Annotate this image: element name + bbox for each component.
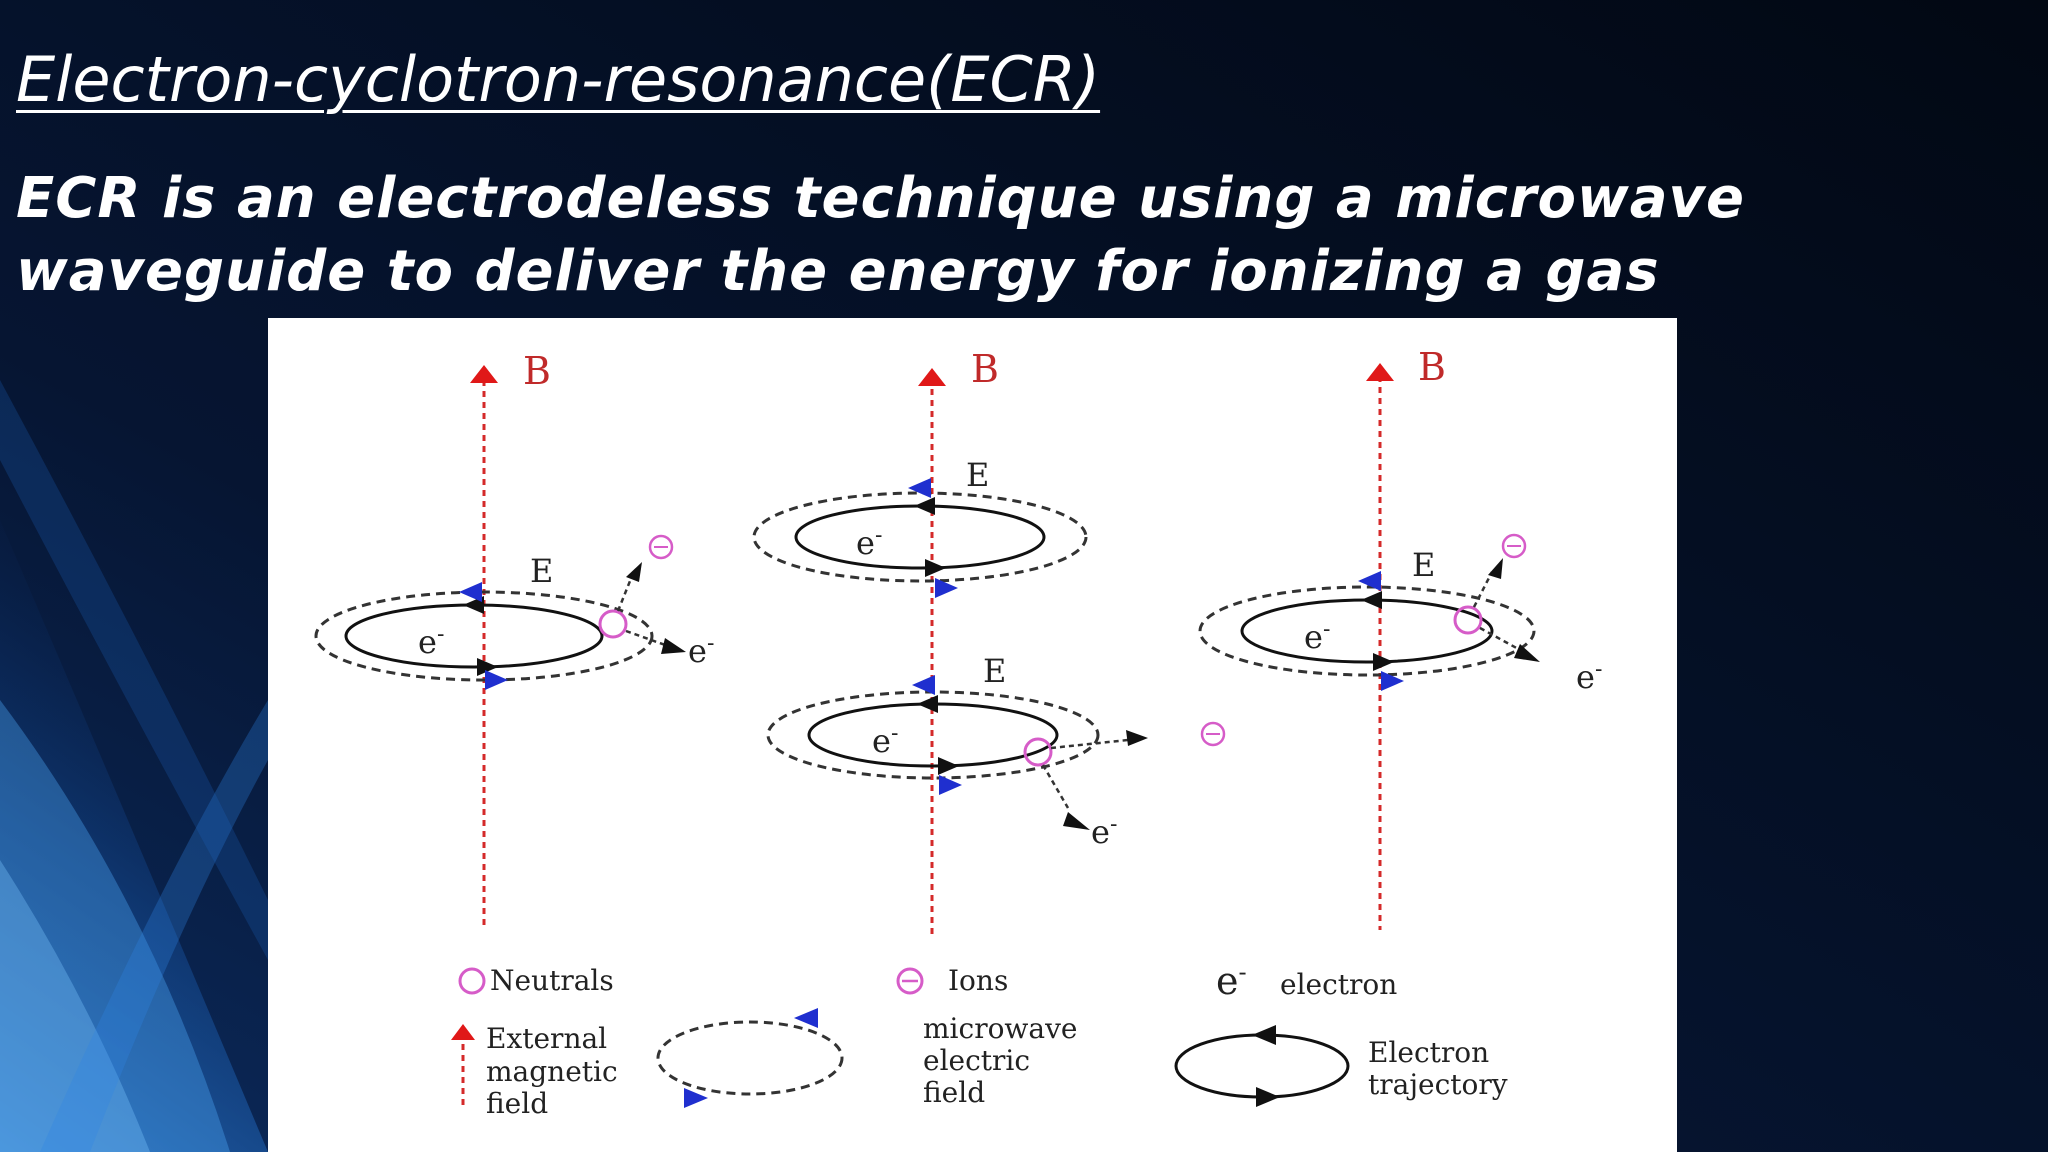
electron-label: e- — [1304, 617, 1330, 656]
trajectory-legend-arrow-icon — [1256, 1087, 1280, 1107]
ecr-diagram: B E e- e- B — [268, 318, 1677, 1152]
trajectory-arrow-icon — [477, 658, 498, 676]
ecr-panel-2: B E e- E e- e- — [752, 347, 1226, 938]
electron-label: e- — [688, 631, 714, 670]
legend-trajectory-line1: Electron — [1368, 1036, 1489, 1069]
electron-trajectory — [344, 603, 604, 669]
neutral-atom — [1023, 737, 1053, 767]
path-arrow-icon — [1063, 812, 1090, 830]
ion-icon — [1200, 721, 1226, 747]
slide-body-text: ECR is an electrodeless technique using … — [16, 166, 1746, 304]
magnetic-field-arrow-icon — [470, 365, 498, 383]
magnetic-field-arrow-icon — [918, 368, 946, 386]
path-arrow-icon — [661, 638, 686, 654]
neutral-legend-icon — [458, 967, 486, 995]
path-arrow-icon — [1488, 558, 1503, 579]
neutral-atom — [1453, 605, 1483, 635]
microwave-arrow-icon — [912, 675, 935, 695]
ecr-panel-1: B E e- e- — [314, 349, 714, 930]
legend-trajectory-line2: trajectory — [1368, 1068, 1508, 1101]
path-arrow-icon — [626, 562, 642, 582]
microwave-arrow-icon — [939, 775, 962, 795]
magnetic-field-label: B — [971, 347, 999, 391]
legend-microwave-line2: electric — [923, 1044, 1030, 1077]
trajectory-arrow-icon — [1361, 591, 1382, 609]
microwave-arrow-icon — [485, 670, 508, 690]
trajectory-arrow-icon — [925, 559, 946, 577]
ecr-panel-3: B E e- e- — [1198, 345, 1602, 930]
electric-field-label: E — [530, 552, 553, 590]
microwave-arrow-icon — [1358, 571, 1381, 591]
trajectory-legend-arrow-icon — [1252, 1025, 1276, 1045]
legend-microwave-line1: microwave — [923, 1012, 1077, 1045]
trajectory-arrow-icon — [938, 757, 959, 775]
microwave-arrow-icon — [935, 578, 958, 598]
trajectory-arrow-icon — [914, 497, 935, 515]
microwave-legend-arrow-icon — [684, 1088, 708, 1108]
electron-label: e- — [418, 622, 444, 661]
electron-trajectory — [1240, 598, 1494, 664]
trajectory-legend-ring — [1174, 1033, 1350, 1099]
magnetic-field-label: B — [523, 349, 551, 393]
microwave-field-ring — [1198, 585, 1536, 677]
electric-field-label: E — [1412, 546, 1435, 584]
microwave-arrow-icon — [1381, 671, 1404, 691]
neutral-atom — [598, 609, 628, 639]
electron-label: e- — [856, 523, 882, 562]
electron-label: e- — [872, 721, 898, 760]
ion-icon — [648, 534, 674, 560]
electron-legend-symbol: e- — [1216, 958, 1247, 1003]
ecr-diagram-svg: B E e- e- B — [314, 345, 1602, 1120]
trajectory-arrow-icon — [917, 695, 938, 713]
ion-icon — [1501, 533, 1527, 559]
electric-field-label: E — [966, 456, 989, 494]
path-arrow-icon — [1514, 644, 1540, 662]
trajectory-arrow-icon — [1373, 653, 1394, 671]
legend-magnetic-line3: field — [486, 1087, 548, 1120]
magnetic-field-label: B — [1418, 345, 1446, 389]
path-arrow-icon — [1126, 730, 1148, 746]
magnetic-legend-arrow-icon — [451, 1024, 475, 1040]
legend-neutrals: Neutrals — [490, 964, 614, 997]
microwave-field-ring — [314, 590, 654, 682]
magnetic-field-arrow-icon — [1366, 363, 1394, 381]
electron-label: e- — [1576, 657, 1602, 696]
diagram-legend: Neutrals Ions e- electron External magne… — [451, 958, 1508, 1120]
electron-trajectory — [794, 504, 1046, 570]
electric-field-label: E — [983, 652, 1006, 690]
slide-title: Electron-cyclotron-resonance(ECR) — [16, 43, 1101, 116]
legend-magnetic-line1: External — [486, 1022, 607, 1055]
legend-electron: electron — [1280, 968, 1397, 1001]
legend-microwave-line3: field — [923, 1076, 985, 1109]
microwave-field-ring — [752, 491, 1088, 583]
ion-legend-icon — [896, 967, 924, 995]
microwave-legend-ring — [656, 1020, 844, 1096]
electron-label: e- — [1091, 812, 1117, 851]
legend-magnetic-line2: magnetic — [486, 1055, 618, 1088]
microwave-arrow-icon — [459, 582, 482, 602]
microwave-legend-arrow-icon — [794, 1008, 818, 1028]
microwave-arrow-icon — [908, 478, 931, 498]
legend-ions: Ions — [948, 964, 1008, 997]
